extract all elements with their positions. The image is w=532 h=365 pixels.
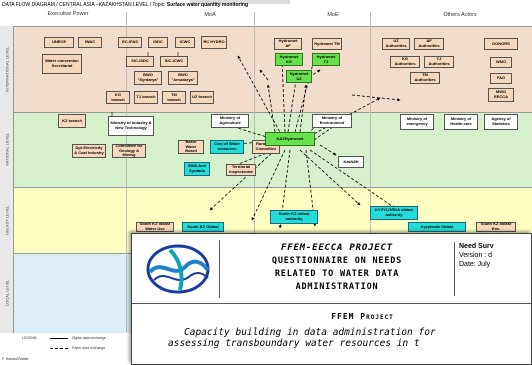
node-bwa-aral: BWA Aral Syrdaria [184, 162, 210, 176]
card-line-2: QUESTIONNAIRE ON NEEDS [271, 256, 403, 266]
legend-paper: Paper data exchange [72, 346, 106, 350]
node-sic-icwc: SIC-ICWC [160, 56, 188, 67]
node-icwc: ICWC [175, 37, 195, 48]
legend-line-paper [50, 348, 68, 349]
node-kazhydromet: KAZHydromet [265, 132, 315, 146]
card-project-name: FFEM-EECCA PROJECT [281, 243, 393, 253]
node-basin-water-board: Basin Water Board [178, 139, 204, 154]
node-wmo: WMO [490, 57, 512, 68]
node-skz-water-use: South KZ oblast Water Use [136, 222, 174, 232]
node-kg-authorities: KG Authorities [390, 56, 420, 68]
node-kazniih: KazNIIH [338, 156, 364, 168]
node-sic-isdc: SIC-ISDC [126, 56, 154, 67]
column-divider [370, 12, 371, 332]
node-hydromet-uz: Hydromet UZ [286, 70, 312, 83]
node-agency-statistics: Agency of Statistics [484, 114, 518, 130]
legend-line-digital [50, 338, 68, 339]
node-hydromet-af: Hydromet AF [274, 38, 302, 50]
node-ministry-health: Ministry of Health care [444, 114, 478, 130]
node-territorial-inspectorate: Territorial Inspectorate [226, 164, 256, 176]
card-title: FFEM-EECCA PROJECT QUESTIONNAIRE ON NEED… [228, 242, 446, 294]
column-others: Others Actors [443, 12, 477, 18]
node-skz-env: South KZ oblast Env. [476, 222, 516, 232]
card-line-4: ADMINISTRATION [295, 282, 379, 292]
node-af-authorities: AF Authorities [414, 38, 444, 50]
node-iwac: IWAC [78, 37, 102, 48]
band-label-column [0, 26, 14, 333]
card-subtitle: FFEM Project [331, 312, 394, 321]
card-header: FFEM-EECCA PROJECT QUESTIONNAIRE ON NEED… [132, 234, 532, 304]
node-uz-branch: UZ branch [190, 91, 214, 104]
column-moa: MoA [204, 12, 216, 18]
questionnaire-card: FFEM-EECCA PROJECT QUESTIONNAIRE ON NEED… [131, 233, 532, 365]
node-tm-authorities: TM Authorities [410, 72, 440, 84]
node-water-convention: Water convention Secretariat [42, 54, 82, 74]
node-ministry-industry: Ministry of Industry & New Technology [108, 116, 154, 136]
node-tm-branch: TM branch [162, 91, 186, 104]
node-kz-branch: KZ branch [58, 114, 86, 128]
node-kyzylorda-oblast: Kyzylorda Oblast [408, 222, 466, 232]
card-text-line-2: assessing transboundary water resources … [168, 338, 420, 349]
card-date: Date: July [459, 261, 491, 268]
node-isdc: ISDC [148, 37, 168, 48]
node-hydromet-kg: Hydromet KG [275, 53, 303, 66]
card-info: Need Surv Version : d Date: July [454, 242, 532, 296]
node-donors: DONORS [484, 38, 518, 50]
node-bwo-amudarya: BWO "Amudarya" [168, 71, 198, 85]
logo-icon [146, 244, 210, 294]
node-hydromet-tm: Hydromet TM [312, 38, 342, 50]
card-text-line-1: Capacity building in data administration… [184, 327, 436, 338]
node-hydromet-tj: Hydromet TJ [312, 53, 340, 66]
node-rc-hydro: RC HYDRO [201, 36, 227, 49]
node-unece: UNECE [44, 37, 74, 48]
node-ec-ifas: EC-IFAS [118, 37, 142, 48]
node-dpt-electricity: Dpt Electricity & Coal Industry [72, 144, 106, 158]
card-body: FFEM Project Capacity building in data a… [132, 312, 532, 349]
node-ministry-emergency: Ministry of emergency [400, 114, 434, 130]
node-kyzylorda-authority: KYZYLORDA oblast authority [370, 206, 418, 220]
node-ministry-environment: Ministry of Environment [312, 114, 352, 128]
card-info-title: Need Surv [459, 243, 494, 250]
node-bwo-syrdarya: BWO "Syrdarya" [134, 71, 162, 85]
node-uz-authorities: UZ Authorities [382, 38, 410, 50]
node-tj-branch: TJ branch [134, 91, 158, 104]
node-fao: FAO [490, 73, 512, 84]
column-executive-power: Executive Power [47, 11, 89, 17]
node-south-kz-authority: South KZ oblast authority [270, 210, 318, 224]
node-com-water-resources: Com of Water resources [210, 140, 244, 154]
legend-title: LEGEND: [22, 336, 38, 340]
card-line-3: RELATED TO WATER DATA [274, 269, 400, 279]
ffem-logo [140, 240, 220, 298]
diagram-title: DATA FLOW DIAGRAM / CENTRAL ASIA –KAZAKH… [2, 2, 248, 8]
node-committee-geology: Committee for Geology & Mining [112, 143, 146, 158]
top-tab [190, 0, 290, 4]
node-tj-authorities: TJ Authorities [424, 56, 454, 68]
node-ministry-agriculture: Ministry of Agriculture [211, 114, 249, 128]
card-version: Version : d [459, 252, 493, 259]
node-kg-branch: KG branch [106, 91, 130, 104]
node-south-kz-oblast: South KZ Oblast [182, 222, 224, 232]
node-mwo-eecca: MWO EECCA [488, 88, 514, 102]
legend-footer: F. Hasanl/2Water [2, 357, 29, 361]
legend-digital: Digital data exchange [72, 336, 106, 340]
column-moe: MoE [327, 12, 339, 18]
column-divider [126, 12, 127, 332]
